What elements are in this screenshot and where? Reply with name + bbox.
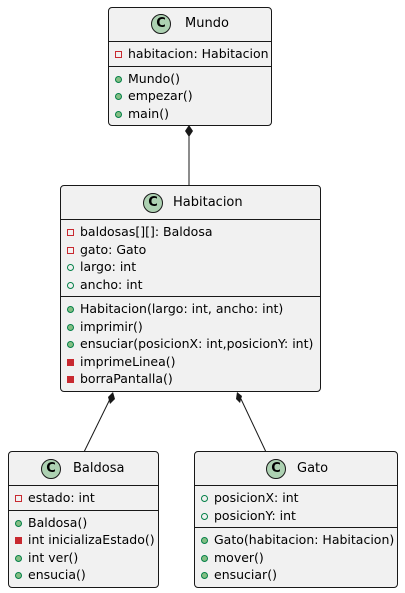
fields-section: habitacion: Habitacion [109, 41, 271, 66]
public-method-icon [201, 537, 208, 544]
private-method-icon [67, 358, 74, 366]
public-method-icon [115, 93, 122, 100]
public-method-icon [201, 554, 208, 562]
method-row: empezar() [109, 87, 271, 105]
class-gato[interactable]: C Gato posicionX: int posicionY: int Gat… [194, 451, 398, 588]
public-method-icon [67, 341, 74, 348]
class-name: Mundo [185, 16, 229, 31]
methods-section: Baldosa() int inicializaEstado() int ver… [9, 509, 158, 587]
method-text: mover() [214, 549, 264, 565]
method-text: int inicializaEstado() [28, 532, 155, 547]
method-text: imprimir() [80, 318, 143, 334]
field-text: posicionX: int [214, 490, 299, 505]
field-text: estado: int [28, 490, 95, 505]
class-icon: C [143, 193, 163, 213]
public-field-icon [201, 495, 208, 502]
method-row: ensuciar() [195, 566, 397, 584]
private-method-icon [67, 376, 74, 383]
class-name: Baldosa [73, 461, 125, 476]
method-text: Habitacion(largo: int, ancho: int) [80, 301, 284, 316]
fields-section: baldosas[][]: Baldosa gato: Gato largo: … [61, 219, 320, 296]
public-field-icon [67, 264, 74, 271]
method-row: imprimir() [61, 318, 320, 336]
class-icon: C [151, 14, 171, 34]
class-header: C Habitacion [61, 186, 320, 219]
class-name: Habitacion [173, 195, 243, 210]
field-row: ancho: int [61, 276, 320, 294]
field-row: posicionY: int [195, 507, 397, 525]
private-field-icon [15, 495, 22, 502]
method-text: ensucia() [28, 567, 86, 582]
composition-diamond-habitacion-right [236, 392, 242, 403]
field-row: largo: int [61, 258, 320, 276]
class-habitacion[interactable]: C Habitacion baldosas[][]: Baldosa gato:… [60, 185, 321, 392]
method-row: Mundo() [109, 70, 271, 88]
method-row: ensuciar(posicionX: int,posicionY: int) [61, 335, 320, 353]
method-text: Mundo() [128, 70, 180, 86]
private-field-icon [67, 229, 74, 236]
method-text: imprimeLinea() [80, 353, 176, 369]
field-text: gato: Gato [80, 241, 147, 257]
method-text: ensuciar() [214, 567, 277, 582]
class-icon: C [41, 459, 61, 479]
class-baldosa[interactable]: C Baldosa estado: int Baldosa() int inic… [8, 451, 159, 588]
field-row: habitacion: Habitacion [109, 45, 271, 63]
composition-habitacion-gato [240, 398, 267, 453]
method-row: int ver() [9, 549, 158, 567]
class-header: C Mundo [109, 8, 271, 41]
field-row: gato: Gato [61, 241, 320, 259]
class-name: Gato [297, 461, 329, 476]
methods-section: Habitacion(largo: int, ancho: int) impri… [61, 296, 320, 391]
field-row: estado: int [9, 489, 158, 507]
public-method-icon [67, 306, 74, 313]
public-method-icon [67, 323, 74, 331]
private-field-icon [67, 246, 74, 254]
fields-section: estado: int [9, 485, 158, 510]
public-method-icon [15, 519, 22, 527]
method-row: mover() [195, 549, 397, 567]
field-row: baldosas[][]: Baldosa [61, 223, 320, 241]
class-header: C Baldosa [9, 452, 158, 485]
public-method-icon [115, 75, 122, 83]
public-field-icon [67, 281, 74, 289]
composition-diamond-mundo [185, 125, 193, 137]
composition-habitacion-baldosa [83, 398, 111, 453]
method-row: imprimeLinea() [61, 353, 320, 371]
method-text: ensuciar(posicionX: int,posicionY: int) [80, 336, 314, 351]
class-mundo[interactable]: C Mundo habitacion: Habitacion Mundo() e… [108, 7, 272, 126]
method-text: empezar() [128, 88, 193, 103]
field-text: baldosas[][]: Baldosa [80, 224, 213, 239]
field-text: posicionY: int [214, 507, 296, 523]
method-text: borraPantalla() [80, 371, 173, 386]
public-field-icon [201, 512, 208, 520]
methods-section: Gato(habitacion: Habitacion) mover() ens… [195, 527, 397, 587]
method-row: main() [109, 105, 271, 123]
public-method-icon [201, 572, 208, 579]
field-row: posicionX: int [195, 489, 397, 507]
method-row: borraPantalla() [61, 370, 320, 388]
field-text: ancho: int [80, 276, 143, 292]
private-method-icon [15, 537, 22, 544]
method-text: Baldosa() [28, 514, 88, 530]
field-text: largo: int [80, 259, 137, 274]
class-icon: C [266, 459, 286, 479]
public-method-icon [15, 554, 22, 562]
method-text: Gato(habitacion: Habitacion) [214, 532, 395, 547]
method-row: Habitacion(largo: int, ancho: int) [61, 300, 320, 318]
public-method-icon [15, 572, 22, 579]
private-field-icon [115, 51, 122, 58]
class-header: C Gato [195, 452, 397, 485]
method-text: main() [128, 105, 169, 121]
field-text: habitacion: Habitacion [128, 46, 269, 61]
method-row: int inicializaEstado() [9, 531, 158, 549]
method-text: int ver() [28, 549, 79, 565]
method-row: ensucia() [9, 566, 158, 584]
methods-section: Mundo() empezar() main() [109, 65, 271, 126]
method-row: Baldosa() [9, 514, 158, 532]
method-row: Gato(habitacion: Habitacion) [195, 531, 397, 549]
public-method-icon [115, 110, 122, 118]
composition-diamond-habitacion-left [108, 392, 115, 404]
fields-section: posicionX: int posicionY: int [195, 485, 397, 527]
